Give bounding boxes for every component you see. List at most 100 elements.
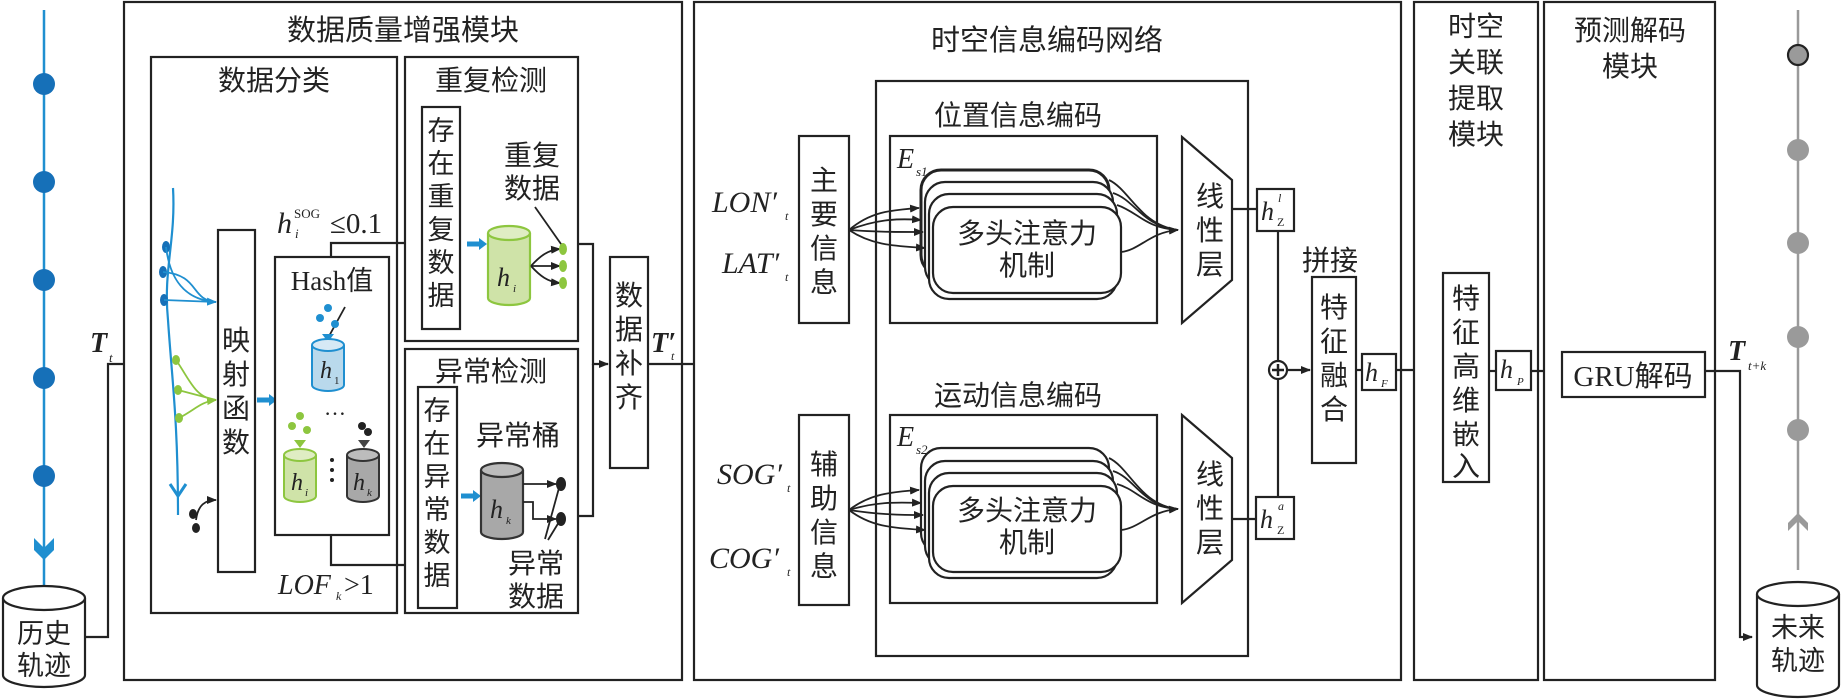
- svg-text:i: i: [513, 283, 516, 295]
- svg-text:征: 征: [1452, 316, 1480, 349]
- svg-text:线: 线: [1196, 458, 1224, 491]
- svg-text:映: 映: [222, 324, 250, 357]
- svg-text:补: 补: [615, 347, 643, 380]
- condition-sog: h SOG i ≤0.1: [277, 206, 382, 241]
- svg-text:辅: 辅: [810, 448, 838, 481]
- duplicate-point: [559, 243, 567, 255]
- mapping-function-label: 映 射 函 数: [222, 324, 250, 459]
- svg-text:模块: 模块: [1448, 118, 1504, 151]
- svg-text:h: h: [1261, 197, 1274, 226]
- history-database: 历史 轨迹: [1, 584, 87, 689]
- svg-text:i: i: [295, 226, 299, 241]
- svg-text:数: 数: [222, 426, 250, 459]
- fusion-output-hf: [1360, 352, 1398, 392]
- svg-text:k: k: [506, 515, 512, 527]
- position-linear-label: 线 性 层: [1196, 180, 1224, 281]
- position-attention-outputs: [1108, 179, 1179, 253]
- svg-text:齐: 齐: [615, 381, 643, 414]
- completed-trajectory-symbol: T′: [651, 328, 676, 359]
- future-trajectory: [1786, 10, 1810, 570]
- duplicate-point: [559, 260, 567, 272]
- position-attention-stack: 多头注意力 机制: [919, 168, 1123, 301]
- svg-text:息: 息: [810, 266, 838, 299]
- svg-text:特: 特: [1452, 282, 1480, 315]
- position-encoding-title: 位置信息编码: [934, 99, 1102, 132]
- svg-text:融: 融: [1320, 359, 1348, 392]
- svg-text:在: 在: [428, 149, 455, 180]
- svg-text:k: k: [367, 487, 373, 499]
- chevron-down-icon: [34, 538, 54, 560]
- history-label-2: 轨迹: [17, 651, 71, 682]
- svg-text:复: 复: [428, 215, 455, 246]
- svg-text:Z: Z: [1277, 215, 1284, 229]
- input-lon: LON′ t: [711, 186, 789, 223]
- svg-text:F: F: [1380, 378, 1388, 390]
- motion-linear-layer: [1180, 412, 1234, 606]
- completed-trajectory-sub: t: [671, 349, 675, 363]
- svg-text:性: 性: [1196, 492, 1224, 525]
- encoding-network-title: 时空信息编码网络: [931, 23, 1163, 57]
- svg-text:数: 数: [615, 279, 643, 312]
- svg-text:Z: Z: [1277, 523, 1284, 537]
- trajectory-point: [33, 73, 55, 95]
- anomaly-exists-label: 存 在 异 常 数 据: [424, 396, 451, 592]
- correlation-module-title: 时空 关联 提取 模块: [1448, 10, 1504, 151]
- gru-decoder-box: [1560, 350, 1707, 399]
- future-label-2: 轨迹: [1771, 646, 1825, 677]
- svg-text:t: t: [787, 481, 791, 495]
- embedding-output-hp: [1494, 349, 1533, 392]
- position-encoding-outer: [874, 79, 1250, 658]
- input-sub: t: [109, 350, 113, 365]
- prediction-decoder-module: [1542, 0, 1717, 682]
- svg-text:h: h: [277, 207, 292, 240]
- encoder-es1-sub: s1: [916, 164, 928, 179]
- svg-text:h: h: [291, 470, 303, 496]
- svg-text:助: 助: [810, 482, 838, 515]
- svg-text:嵌: 嵌: [1452, 418, 1480, 451]
- svg-text:1: 1: [334, 375, 340, 387]
- svg-text:l: l: [1278, 191, 1282, 205]
- flow-arrow-icon: [473, 490, 481, 502]
- ellipsis: …: [324, 395, 346, 420]
- svg-text:线: 线: [1196, 180, 1224, 213]
- svg-text:时空: 时空: [1448, 10, 1504, 43]
- concat-label: 拼接: [1302, 244, 1358, 277]
- svg-text:多头注意力: 多头注意力: [957, 494, 1097, 527]
- trajectory-point: [1787, 232, 1809, 254]
- encoder-es1-symbol: E: [896, 144, 914, 175]
- svg-text:层: 层: [1196, 248, 1224, 281]
- svg-text:征: 征: [1320, 325, 1348, 358]
- svg-text:i: i: [305, 487, 308, 499]
- anomaly-point: [556, 477, 566, 491]
- hash-label: Hash值: [291, 266, 374, 296]
- bucket-hk: h k: [346, 422, 380, 503]
- position-linear-layer: [1180, 134, 1234, 326]
- svg-text:据: 据: [424, 561, 451, 592]
- high-dim-embedding-label: 特 征 高 维 嵌 入: [1452, 282, 1480, 483]
- duplicate-data-label-2: 数据: [504, 172, 560, 205]
- svg-text:机制: 机制: [999, 526, 1055, 559]
- future-label-1: 未来: [1771, 613, 1825, 644]
- future-database: 未来 轨迹: [1755, 580, 1841, 699]
- svg-text:h: h: [1365, 358, 1378, 387]
- position-output-hzl: [1255, 187, 1296, 233]
- svg-text:LOF: LOF: [277, 570, 332, 601]
- auxiliary-info-box: [797, 413, 851, 607]
- svg-text:存: 存: [424, 396, 451, 427]
- svg-text:据: 据: [428, 281, 455, 312]
- svg-text:机制: 机制: [999, 249, 1055, 282]
- data-completion-label: 数 据 补 齐: [615, 279, 643, 414]
- motion-attention-outputs: [1108, 457, 1179, 531]
- svg-text:合: 合: [1320, 393, 1348, 426]
- decoder-title-2: 模块: [1602, 50, 1658, 83]
- motion-attention-inputs: [848, 486, 926, 534]
- svg-text:h: h: [490, 495, 503, 524]
- duplicate-bucket: h i: [486, 224, 532, 307]
- svg-text:入: 入: [1452, 450, 1480, 483]
- svg-text:h: h: [353, 470, 365, 496]
- svg-text:h: h: [320, 358, 332, 384]
- svg-text:特: 特: [1320, 291, 1348, 324]
- svg-text:≤0.1: ≤0.1: [330, 208, 382, 240]
- trajectory-point: [33, 171, 55, 193]
